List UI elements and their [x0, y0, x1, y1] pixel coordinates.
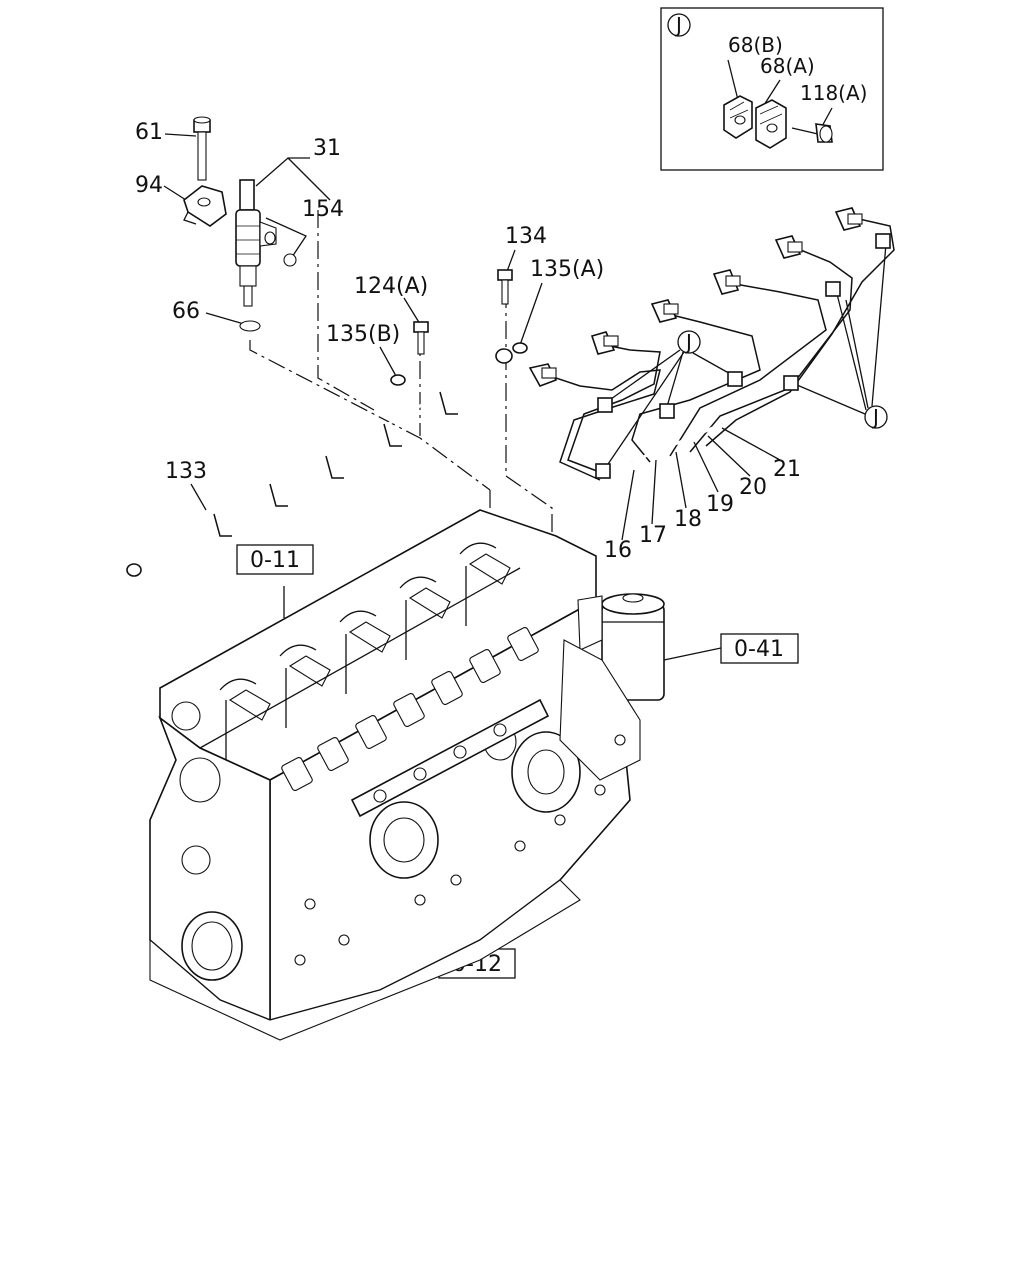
clamp-68a-drawing: [755, 99, 787, 149]
label-19: 19: [706, 492, 734, 517]
label-133: 133: [165, 459, 207, 484]
label-154: 154: [302, 197, 344, 222]
clamp-68b-drawing: [723, 95, 753, 139]
label-16: 16: [604, 538, 632, 563]
side-ports: [281, 626, 539, 792]
marker-j-clamps-left: J: [684, 330, 692, 354]
label-134: 134: [505, 224, 547, 249]
pipe-clamps-j: [595, 233, 891, 479]
callout-labels: 61 94 31 154 66 134 124(A) 135(A) 135(B)…: [135, 120, 888, 563]
bearing-saddles: [219, 542, 511, 721]
ref-0-41: 0-41: [734, 637, 784, 662]
label-94: 94: [135, 173, 163, 198]
label-135a: 135(A): [530, 257, 604, 282]
block-bolts: [294, 734, 626, 966]
label-68b: 68(B): [728, 33, 783, 57]
injector-assembly-drawing: [183, 116, 297, 332]
pipe-fittings: [528, 207, 863, 387]
label-20: 20: [739, 475, 767, 500]
label-31: 31: [313, 136, 341, 161]
label-61: 61: [135, 120, 163, 145]
label-66: 66: [172, 299, 200, 324]
label-17: 17: [639, 523, 667, 548]
detail-marker-j: J: [674, 13, 682, 37]
ref-0-11: 0-11: [250, 548, 300, 573]
label-135b: 135(B): [326, 322, 400, 347]
bulkheads: [199, 566, 521, 760]
marker-j-clamps-right: J: [871, 405, 879, 429]
leader-lines: [163, 133, 887, 950]
injection-pipes-drawing: [528, 207, 895, 481]
label-118a: 118(A): [800, 81, 867, 105]
leak-off-pipe-133-drawing: [126, 269, 528, 577]
bolt-118a-drawing: [791, 123, 833, 143]
detail-box-j: J 68(B) 68(A) 118(A): [660, 7, 884, 171]
label-21: 21: [773, 457, 801, 482]
label-124a: 124(A): [354, 274, 428, 299]
engine-block-drawing: [149, 509, 665, 1041]
label-68a: 68(A): [760, 54, 815, 78]
label-18: 18: [674, 507, 702, 532]
